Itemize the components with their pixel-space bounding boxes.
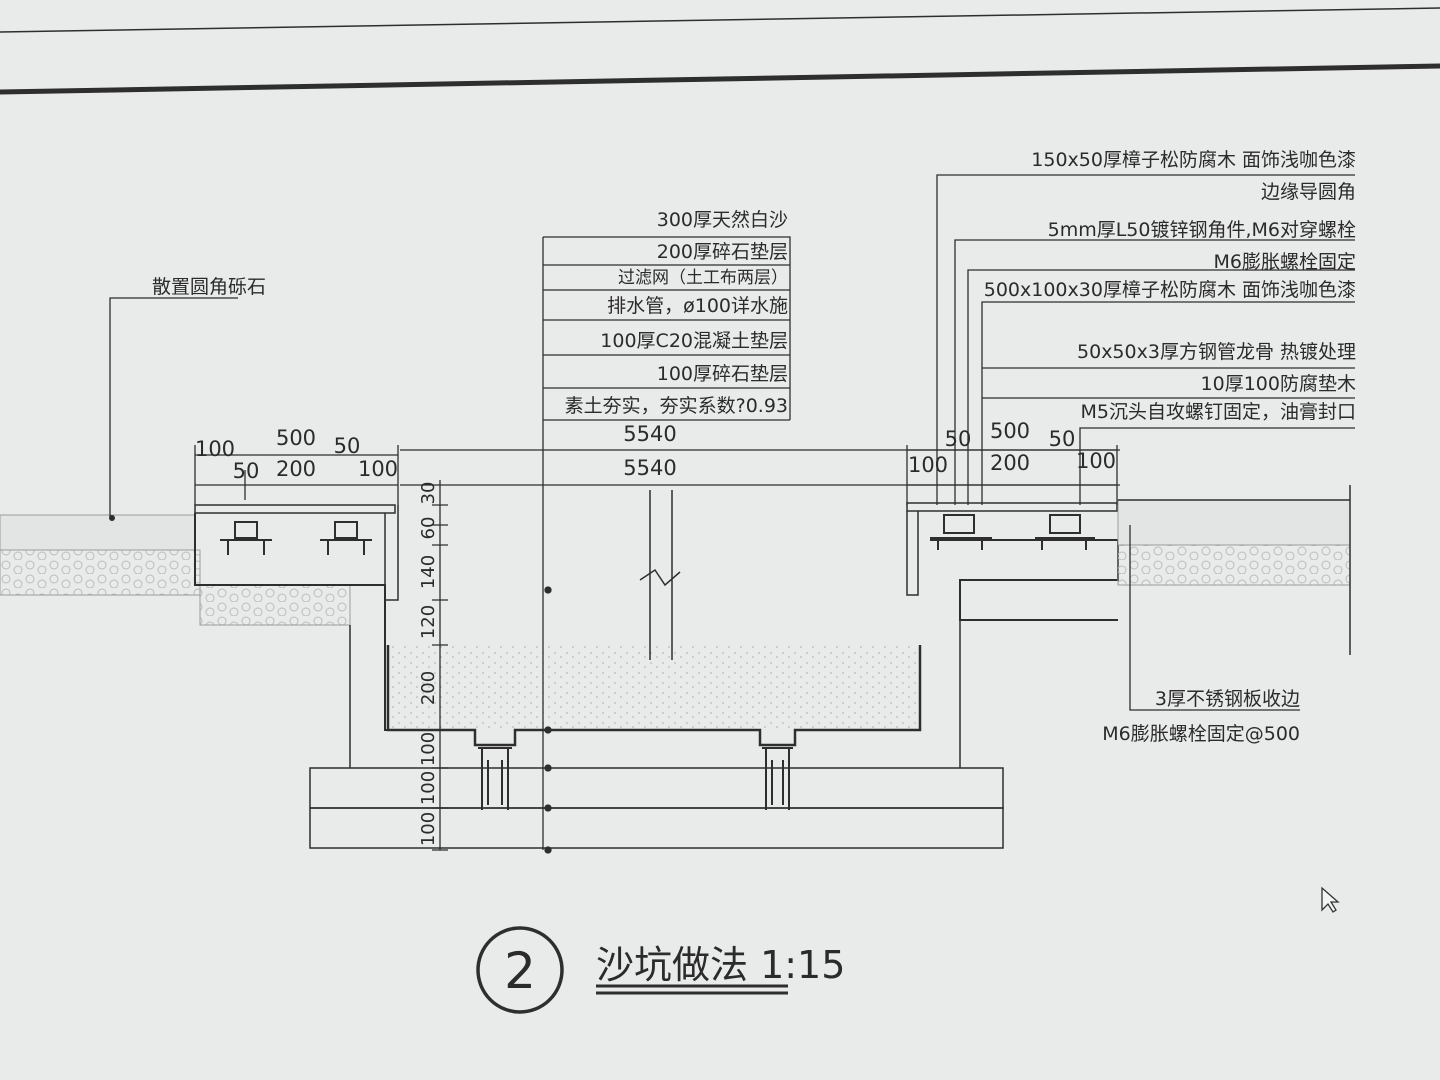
callout-edge: 边缘导圆角: [1261, 181, 1356, 203]
callout-wood-board: 500x100x30厚樟子松防腐木 面饰浅咖色漆: [984, 279, 1356, 301]
drain-pipe-right: [762, 747, 793, 810]
right-keel-2: [1035, 514, 1095, 550]
callout-pad: 10厚100防腐垫木: [1201, 373, 1356, 395]
dim-v-5: 200: [418, 671, 439, 705]
break-line: [639, 490, 681, 660]
left-keel-1: [220, 521, 272, 555]
callout-wood-top: 150x50厚樟子松防腐木 面饰浅咖色漆: [1031, 149, 1356, 171]
dim-v-7: 100: [418, 771, 439, 805]
center-leader: [542, 236, 791, 854]
frame-border-line: [0, 63, 1440, 95]
callout-steel: 50x50x3厚方钢管龙骨 热镀处理: [1077, 341, 1356, 363]
dim-v-8: 100: [418, 812, 439, 846]
left-callout: 散置圆角砾石: [152, 276, 266, 298]
dim-right-top-1: 50: [945, 427, 972, 451]
dim-left-bot-3: 100: [358, 457, 398, 481]
callout-steel-edge: 3厚不锈钢板收边: [1155, 688, 1300, 710]
dim-v-3: 140: [418, 555, 439, 589]
callout-drain: 排水管，ø100详水施: [607, 295, 788, 317]
drawing-title: 沙坑做法 1:15: [596, 943, 845, 987]
right-leaders: [936, 174, 1355, 711]
left-ground: [0, 514, 351, 626]
callout-angle: 5mm厚L50镀锌钢角件,M6对穿螺栓: [1048, 219, 1356, 241]
frame-top-line: [0, 7, 1440, 33]
dim-v-1: 30: [418, 482, 439, 505]
dim-right-bot-1: 100: [908, 453, 948, 477]
callout-screw: M5沉头自攻螺钉固定，油膏封口: [1081, 400, 1356, 423]
center-callouts: 300厚天然白沙 200厚碎石垫层 过滤网（土工布两层） 排水管，ø100详水施…: [565, 209, 788, 417]
right-deck: [906, 485, 1351, 655]
dim-v-6: 100: [418, 732, 439, 766]
dim-right-top-3: 50: [1049, 427, 1076, 451]
right-callouts: 150x50厚樟子松防腐木 面饰浅咖色漆 边缘导圆角 5mm厚L50镀锌钢角件,…: [984, 149, 1356, 745]
dim-left-bot-2: 200: [276, 457, 316, 481]
callout-gravel-200: 200厚碎石垫层: [657, 241, 788, 263]
dim-left-top-3: 50: [334, 434, 361, 458]
dim-right-top-2: 500: [990, 419, 1030, 443]
callout-gravel-100: 100厚碎石垫层: [657, 363, 788, 385]
dim-v-2: 60: [418, 517, 439, 540]
dim-overall-1: 5540: [623, 422, 676, 446]
callout-concrete: 100厚C20混凝土垫层: [600, 330, 788, 352]
dim-right-bot-3: 100: [1076, 449, 1116, 473]
dim-left-top-1: 100: [195, 437, 235, 461]
left-keel-2: [320, 521, 372, 555]
right-keel-1: [930, 514, 992, 550]
sand-pit: [309, 490, 1004, 849]
title-number-circle: [476, 926, 564, 1014]
callout-bolt-500: M6膨胀螺栓固定@500: [1102, 723, 1300, 745]
dimension-text: 5540 5540 100 500 50 50 200 100 50 500 5…: [195, 419, 1116, 846]
dimension-lines: [194, 445, 1120, 851]
title-underline: [596, 984, 788, 995]
dim-v-4: 120: [418, 605, 439, 639]
dim-right-bot-2: 200: [990, 451, 1030, 475]
mouse-cursor-icon: [1321, 886, 1340, 913]
dim-left-bot-1: 50: [233, 459, 260, 483]
drain-pipe-left: [478, 747, 512, 810]
left-leader: [109, 297, 238, 518]
title-number: 2: [504, 942, 536, 1000]
callout-filter: 过滤网（土工布两层）: [618, 268, 788, 288]
callout-sand: 300厚天然白沙: [657, 209, 788, 231]
dim-overall-2: 5540: [623, 456, 676, 480]
callout-soil: 素土夯实，夯实系数?0.93: [565, 395, 788, 417]
callout-bolt: M6膨胀螺栓固定: [1214, 251, 1356, 273]
dim-left-top-2: 500: [276, 426, 316, 450]
